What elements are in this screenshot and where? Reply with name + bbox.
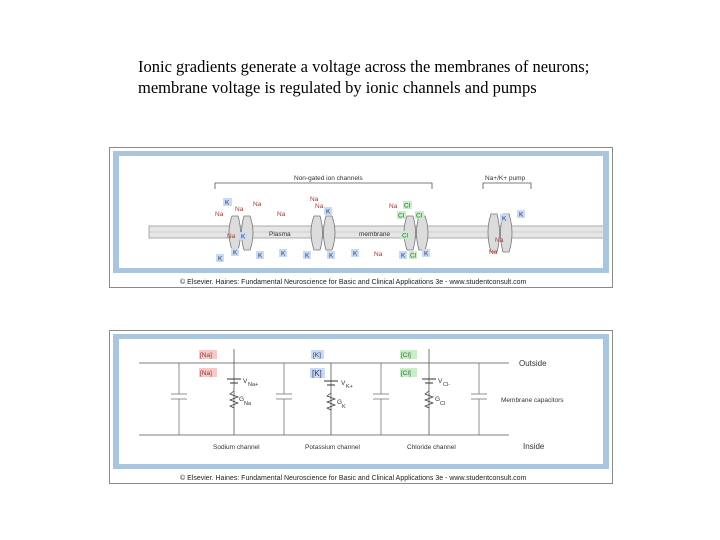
cl-in-box (400, 368, 417, 377)
figure2-copyright: © Elsevier. Haines: Fundamental Neurosci… (180, 475, 527, 482)
figure-frame: Non-gated ion channels Na+/K+ pump Plasm… (113, 151, 609, 273)
page-title: Ionic gradients generate a voltage acros… (138, 56, 678, 98)
svg-text:Na: Na (489, 249, 498, 256)
svg-text:[Na]: [Na] (200, 352, 212, 359)
svg-text:Cl: Cl (402, 233, 409, 240)
svg-text:Na: Na (227, 233, 236, 240)
svg-text:K: K (329, 253, 334, 260)
potassium-channel-label: Potassium channel (305, 444, 360, 451)
svg-text:Na+: Na+ (248, 382, 258, 388)
svg-text:G: G (239, 396, 244, 403)
figure-inner: Outside Inside Membrane capacitors [Na] (119, 339, 603, 464)
svg-text:K: K (353, 251, 358, 258)
figure1-copyright: © Elsevier. Haines: Fundamental Neurosci… (180, 279, 527, 286)
svg-text:Na: Na (244, 401, 252, 407)
chloride-channel-label: Chloride channel (407, 444, 456, 451)
ions-extracellular: K Na Na Na Na Na K Na Cl Cl Cl K K Na (215, 196, 525, 223)
membrane-capacitors (171, 363, 487, 435)
svg-text:Na: Na (495, 237, 504, 244)
svg-text:Na: Na (389, 203, 398, 210)
ion-channel-figure: Non-gated ion channels Na+/K+ pump Plasm… (109, 147, 613, 288)
inside-label: Inside (523, 442, 545, 451)
pump-label: Na+/K+ pump (485, 175, 525, 182)
svg-text:K: K (401, 253, 406, 260)
svg-text:K+: K+ (346, 384, 353, 390)
channel-proteins (228, 213, 513, 253)
svg-text:K: K (218, 256, 223, 263)
svg-text:K: K (258, 253, 263, 260)
svg-text:Cl: Cl (416, 213, 423, 220)
svg-text:Cl: Cl (404, 203, 411, 210)
potassium-branch: [K] [K] V K+ G K Potassium channel (305, 350, 360, 451)
svg-text:G: G (435, 396, 440, 403)
svg-text:[Na]: [Na] (200, 370, 212, 377)
title-line-2: membrane voltage is regulated by ionic c… (138, 78, 537, 97)
outside-label: Outside (519, 359, 547, 368)
circuit-figure: Outside Inside Membrane capacitors [Na] (109, 330, 613, 484)
svg-text:G: G (337, 399, 342, 406)
plasma-label: Plasma (269, 231, 291, 238)
svg-text:K: K (305, 253, 310, 260)
svg-text:K: K (281, 251, 286, 258)
ions-intracellular: Na K K K K K K K Na K Cl K Na Na Cl K (216, 231, 504, 263)
circuit-diagram: Outside Inside Membrane capacitors [Na] (139, 349, 564, 451)
svg-text:Na: Na (374, 251, 383, 258)
sodium-channel-label: Sodium channel (213, 444, 260, 451)
svg-text:Na: Na (315, 203, 324, 210)
svg-text:K: K (519, 212, 524, 219)
svg-text:V: V (341, 380, 346, 387)
na-in-box (199, 368, 217, 377)
cl-out-box (400, 350, 417, 359)
svg-text:V: V (243, 378, 248, 385)
svg-text:K: K (424, 251, 429, 258)
na-out-box (199, 350, 217, 359)
svg-text:Cl: Cl (440, 401, 445, 407)
svg-text:K: K (502, 216, 507, 223)
svg-text:K: K (326, 209, 331, 216)
figure-inner: Non-gated ion channels Na+/K+ pump Plasm… (119, 156, 603, 268)
svg-text:K: K (342, 404, 346, 410)
svg-text:Na: Na (253, 201, 262, 208)
svg-text:Na: Na (235, 206, 244, 213)
svg-text:V: V (438, 378, 443, 385)
svg-text:Na: Na (310, 196, 319, 203)
figure-frame: Outside Inside Membrane capacitors [Na] (113, 334, 609, 469)
membrane-diagram: Non-gated ion channels Na+/K+ pump Plasm… (148, 175, 603, 263)
svg-text:[Cl]: [Cl] (401, 352, 411, 359)
capacitors-label: Membrane capacitors (501, 397, 564, 404)
nongated-bracket (214, 182, 433, 189)
title-line-1: Ionic gradients generate a voltage acros… (138, 57, 590, 76)
membrane-label: membrane (359, 231, 390, 238)
svg-text:K: K (225, 200, 230, 207)
nongated-label: Non-gated ion channels (294, 175, 363, 182)
svg-text:Cl: Cl (410, 253, 417, 260)
svg-text:Cl-: Cl- (443, 382, 450, 388)
svg-text:Cl: Cl (398, 213, 405, 220)
chloride-branch: [Cl] [Cl] V Cl- G Cl Chloride channel (400, 349, 456, 451)
sodium-branch: [Na] [Na] V Na+ G Na Sodium channel (199, 349, 260, 451)
svg-text:[K]: [K] (312, 369, 322, 378)
pump-bracket (482, 182, 532, 189)
k-out-box (311, 350, 324, 359)
svg-text:K: K (233, 250, 238, 257)
svg-text:K: K (241, 234, 246, 241)
k-in-box (310, 368, 325, 378)
svg-text:[Cl]: [Cl] (401, 370, 411, 377)
svg-text:Na: Na (277, 211, 286, 218)
svg-text:[K]: [K] (313, 352, 321, 359)
svg-text:Na: Na (215, 211, 224, 218)
